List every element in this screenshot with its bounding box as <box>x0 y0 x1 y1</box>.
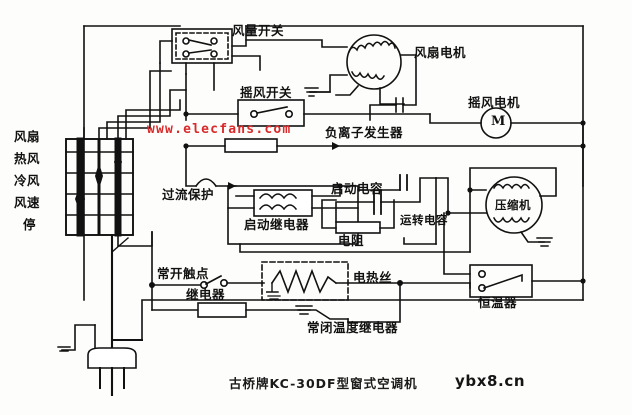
fan-motor-capacitor <box>395 97 404 113</box>
plug-lead-a <box>61 324 96 351</box>
label-fan-motor: 风扇电机 <box>414 45 467 60</box>
label-swing-motor-symbol: M <box>491 114 506 129</box>
compressor-circle <box>485 176 543 234</box>
relay-body <box>197 302 247 318</box>
airflow-switch-blade-b <box>188 49 212 54</box>
label-run-capacitor-text: 运转电容 <box>400 213 448 227</box>
no-contact-blade <box>204 274 223 286</box>
start-relay-coil-a <box>258 193 298 200</box>
label-normally-open-contact: 常开触点 <box>157 266 210 281</box>
selector-label-1: 热风 <box>14 151 41 166</box>
label-compressor: 压缩机 <box>495 198 531 212</box>
airflow-switch-dashed-box <box>175 32 229 60</box>
run-capacitor-plates <box>399 174 408 191</box>
label-start-capacitor: 启动电容 <box>331 181 384 196</box>
airflow-switch-box <box>171 28 233 64</box>
label-relay: 继电器 <box>186 287 226 302</box>
start-relay-bottom-rail <box>239 243 471 253</box>
selector-wire-4 <box>125 99 181 140</box>
anion-generator-body <box>224 138 278 153</box>
selector-wire-1 <box>98 70 172 140</box>
selector-wire-3 <box>117 89 187 140</box>
label-heating-wire: 电热丝 <box>353 270 393 285</box>
nc-relay-ground-symbol <box>295 305 313 315</box>
resistor-body <box>335 221 381 234</box>
label-airflow-switch: 风量开关 <box>232 23 285 38</box>
selector-label-4: 停 <box>23 217 37 232</box>
heating-wire-dashed-box <box>261 261 349 301</box>
selector-label-3: 风速 <box>14 195 41 210</box>
label-swing-motor: 摇风电机 <box>468 95 521 110</box>
label-swing-switch: 摇风开关 <box>240 85 293 100</box>
fan-motor-lead-1 <box>245 39 348 48</box>
heating-wire-element <box>270 268 338 295</box>
start-relay-coil-b <box>258 204 298 211</box>
label-run-capacitor: 运转电容 <box>400 213 448 227</box>
fan-motor-winding <box>348 40 396 53</box>
fan-motor-ground-lead <box>335 84 360 96</box>
compressor-winding-bottom <box>492 216 531 223</box>
selector-label-2: 冷风 <box>14 173 41 188</box>
label-start-relay: 启动继电器 <box>244 217 310 232</box>
label-anion-generator: 负离子发生器 <box>325 125 404 140</box>
anion-arrow <box>332 142 340 150</box>
start-relay-coil-box <box>253 189 313 217</box>
figure-caption: 古桥牌KC-30DF型窗式空调机 <box>229 376 418 391</box>
fan-motor-ground-symbol <box>304 87 319 97</box>
site-tag: ybx8.cn <box>455 372 526 390</box>
power-plug-body <box>87 347 137 369</box>
heating-ground-symbol <box>267 295 281 300</box>
label-overcurrent-protection: 过流保护 <box>162 187 215 202</box>
selector-label-0: 风扇 <box>14 129 41 144</box>
start-relay-outer-box <box>227 185 359 245</box>
airflow-switch-blade-a <box>188 39 212 46</box>
watermark-elecfans: www.elecfans.com <box>147 122 292 137</box>
label-nc-temp-relay: 常闭温度继电器 <box>307 320 399 335</box>
overcurrent-feed <box>185 145 197 187</box>
label-thermostat: 恒温器 <box>478 295 518 310</box>
swing-switch-blade <box>256 106 288 114</box>
selector-wire-2 <box>106 62 161 140</box>
fan-motor-circle <box>346 34 402 90</box>
compressor-lead-left <box>469 189 487 253</box>
swing-switch-box <box>237 99 305 127</box>
thermostat-blade <box>482 273 523 290</box>
compressor-ground-symbol <box>536 237 553 247</box>
overcurrent-protector-arc <box>194 178 218 188</box>
compressor-winding-top <box>492 183 531 190</box>
label-resistor: 电阻 <box>338 233 365 248</box>
